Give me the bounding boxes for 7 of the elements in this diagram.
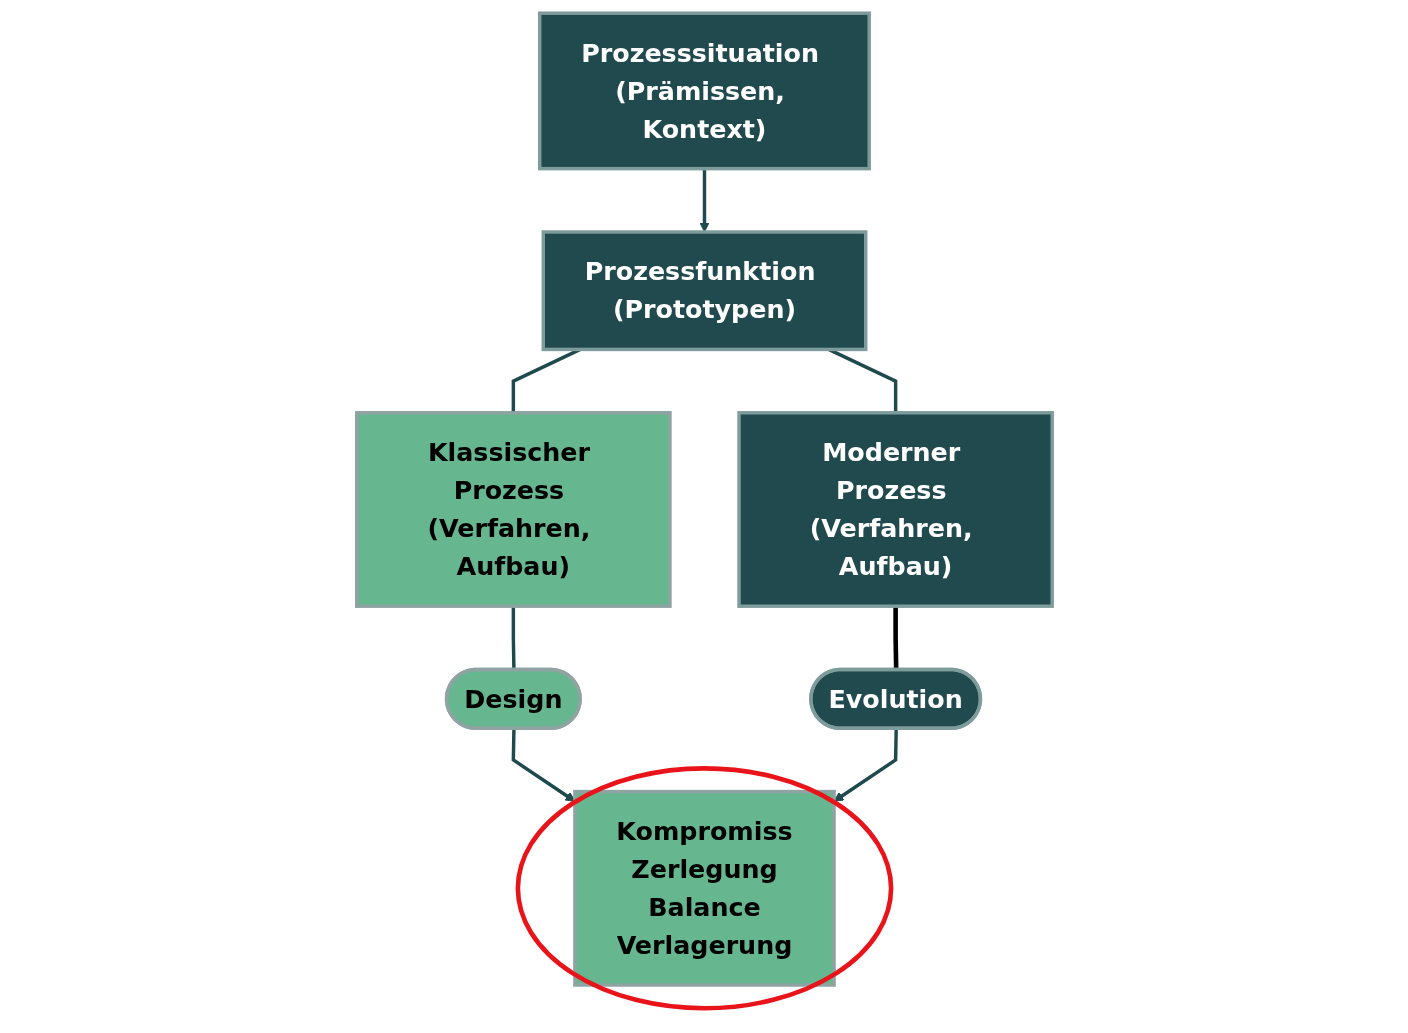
node-box: Moderner Prozess (Verfahren, Aufbau) (736, 411, 1054, 608)
node-box: Prozesssituation (Prämissen, Kontext) (537, 11, 871, 171)
node-box: Klassischer Prozess (Verfahren, Aufbau) (354, 411, 672, 608)
node-box: Kompromiss Zerlegung Balance Verlagerung (572, 789, 836, 987)
arrow (833, 728, 898, 802)
arrow (698, 168, 710, 233)
node-box: Prozessfunktion (Prototypen) (541, 230, 867, 352)
